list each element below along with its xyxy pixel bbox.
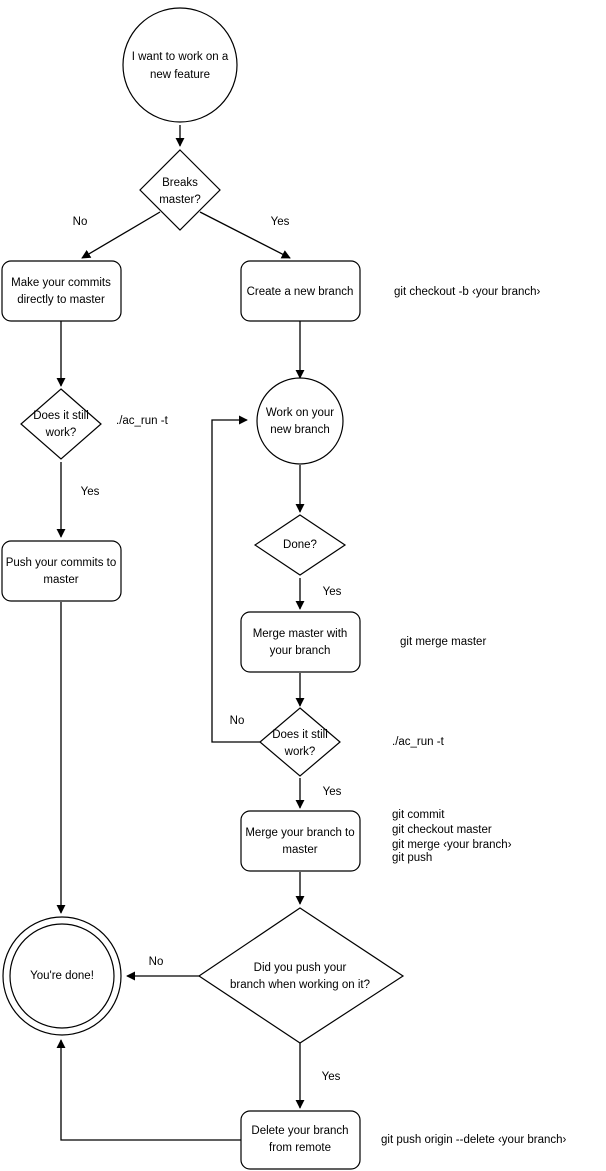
- edge-label-breaks-yes: Yes: [271, 216, 290, 228]
- node-delete-branch[interactable]: Delete your branch from remote: [240, 1110, 361, 1170]
- work-on-branch-label-line1: Work on your: [266, 407, 334, 419]
- does-it-still-work-left-label-line1: Does it still: [33, 410, 89, 422]
- done-question-diamond-shape: [253, 514, 347, 576]
- edge-labels: No Yes Yes Yes No Yes No Yes: [73, 216, 342, 1083]
- node-make-commits[interactable]: Make your commits directly to master: [1, 260, 122, 322]
- does-it-still-work-right-label-line2: work?: [284, 746, 316, 758]
- annotation-ac-run-left: ./ac_run -t: [116, 415, 169, 427]
- did-you-push-diamond-shape: [197, 907, 405, 1044]
- make-commits-label-line1: Make your commits: [11, 277, 111, 289]
- node-did-you-push[interactable]: Did you push your branch when working on…: [197, 907, 405, 1044]
- node-create-branch[interactable]: Create a new branch: [240, 260, 361, 322]
- node-does-it-still-work-left[interactable]: Does it still work?: [20, 388, 102, 460]
- work-on-branch-circle-shape: [256, 377, 344, 465]
- delete-branch-label-line1: Delete your branch: [251, 1125, 348, 1137]
- did-you-push-label-line1: Did you push your: [254, 962, 347, 974]
- edge-label-push-yes: Yes: [322, 1071, 341, 1083]
- node-merge-branch[interactable]: Merge your branch to master: [240, 810, 361, 872]
- edge-label-right-work-no: No: [230, 715, 245, 727]
- edge-breaks-no-to-make-commits: [81, 211, 161, 259]
- make-commits-rect-shape: [1, 260, 122, 322]
- start-circle-shape: [122, 7, 238, 123]
- node-does-it-still-work-right[interactable]: Does it still work?: [259, 707, 341, 777]
- annotation-merge-branch-cmd-4: git push: [392, 852, 432, 864]
- merge-master-label-line2: your branch: [270, 645, 331, 657]
- does-it-still-work-left-label-line2: work?: [45, 427, 77, 439]
- push-commits-rect-shape: [1, 540, 122, 602]
- node-done-question[interactable]: Done?: [253, 514, 347, 576]
- edge-label-push-no: No: [149, 956, 164, 968]
- node-start[interactable]: I want to work on a new feature: [122, 7, 238, 123]
- edge-label-left-work-yes: Yes: [81, 486, 100, 498]
- youre-done-inner-circle-shape: [9, 923, 115, 1029]
- breaks-master-diamond-shape: [139, 149, 221, 231]
- edge-label-right-work-yes: Yes: [323, 786, 342, 798]
- annotation-git-merge-master: git merge master: [400, 636, 486, 648]
- does-it-still-work-right-label-line1: Does it still: [272, 729, 328, 741]
- breaks-master-label-line1: Breaks: [162, 177, 198, 189]
- annotation-git-checkout-branch: git checkout -b ‹your branch›: [394, 286, 541, 298]
- start-label-line1: I want to work on a: [132, 51, 229, 63]
- annotation-ac-run-right: ./ac_run -t: [392, 736, 445, 748]
- did-you-push-label-line2: branch when working on it?: [230, 979, 370, 991]
- start-label-line2: new feature: [150, 69, 210, 81]
- annotation-merge-branch-cmd-3: git merge ‹your branch›: [392, 839, 512, 851]
- youre-done-label: You're done!: [30, 970, 94, 982]
- merge-branch-label-line1: Merge your branch to: [245, 827, 354, 839]
- delete-branch-label-line2: from remote: [269, 1142, 331, 1154]
- push-commits-label-line1: Push your commits to: [6, 557, 117, 569]
- edge-does-it-work-right-no-loop: [211, 415, 260, 743]
- breaks-master-label-line2: master?: [159, 194, 201, 206]
- node-youre-done[interactable]: You're done!: [2, 916, 122, 1036]
- work-on-branch-label-line2: new branch: [270, 424, 329, 436]
- annotation-merge-branch-cmd-2: git checkout master: [392, 824, 492, 836]
- delete-branch-rect-shape: [240, 1110, 361, 1170]
- edge-label-done-yes: Yes: [323, 586, 342, 598]
- does-it-still-work-left-diamond-shape: [20, 388, 102, 460]
- merge-master-label-line1: Merge master with: [253, 628, 348, 640]
- create-branch-label: Create a new branch: [247, 286, 354, 298]
- connectors: [56, 125, 305, 1141]
- edge-breaks-yes-to-create-branch: [199, 211, 291, 259]
- annotation-merge-branch-cmd-1: git commit: [392, 809, 445, 821]
- merge-branch-label-line2: master: [282, 844, 317, 856]
- edge-delete-branch-to-youre-done: [56, 1039, 241, 1141]
- push-commits-label-line2: master: [43, 574, 78, 586]
- node-breaks-master[interactable]: Breaks master?: [139, 149, 221, 231]
- node-push-commits[interactable]: Push your commits to master: [1, 540, 122, 602]
- merge-master-rect-shape: [240, 611, 361, 673]
- node-work-on-branch[interactable]: Work on your new branch: [256, 377, 344, 465]
- merge-branch-rect-shape: [240, 810, 361, 872]
- command-annotations: git checkout -b ‹your branch› ./ac_run -…: [116, 286, 567, 1146]
- does-it-still-work-right-diamond-shape: [259, 707, 341, 777]
- annotation-git-push-origin-delete: git push origin --delete ‹your branch›: [381, 1134, 567, 1146]
- node-merge-master[interactable]: Merge master with your branch: [240, 611, 361, 673]
- done-question-label: Done?: [283, 539, 317, 551]
- edge-label-breaks-no: No: [73, 216, 88, 228]
- make-commits-label-line2: directly to master: [17, 294, 105, 306]
- create-branch-rect-shape: [240, 260, 361, 322]
